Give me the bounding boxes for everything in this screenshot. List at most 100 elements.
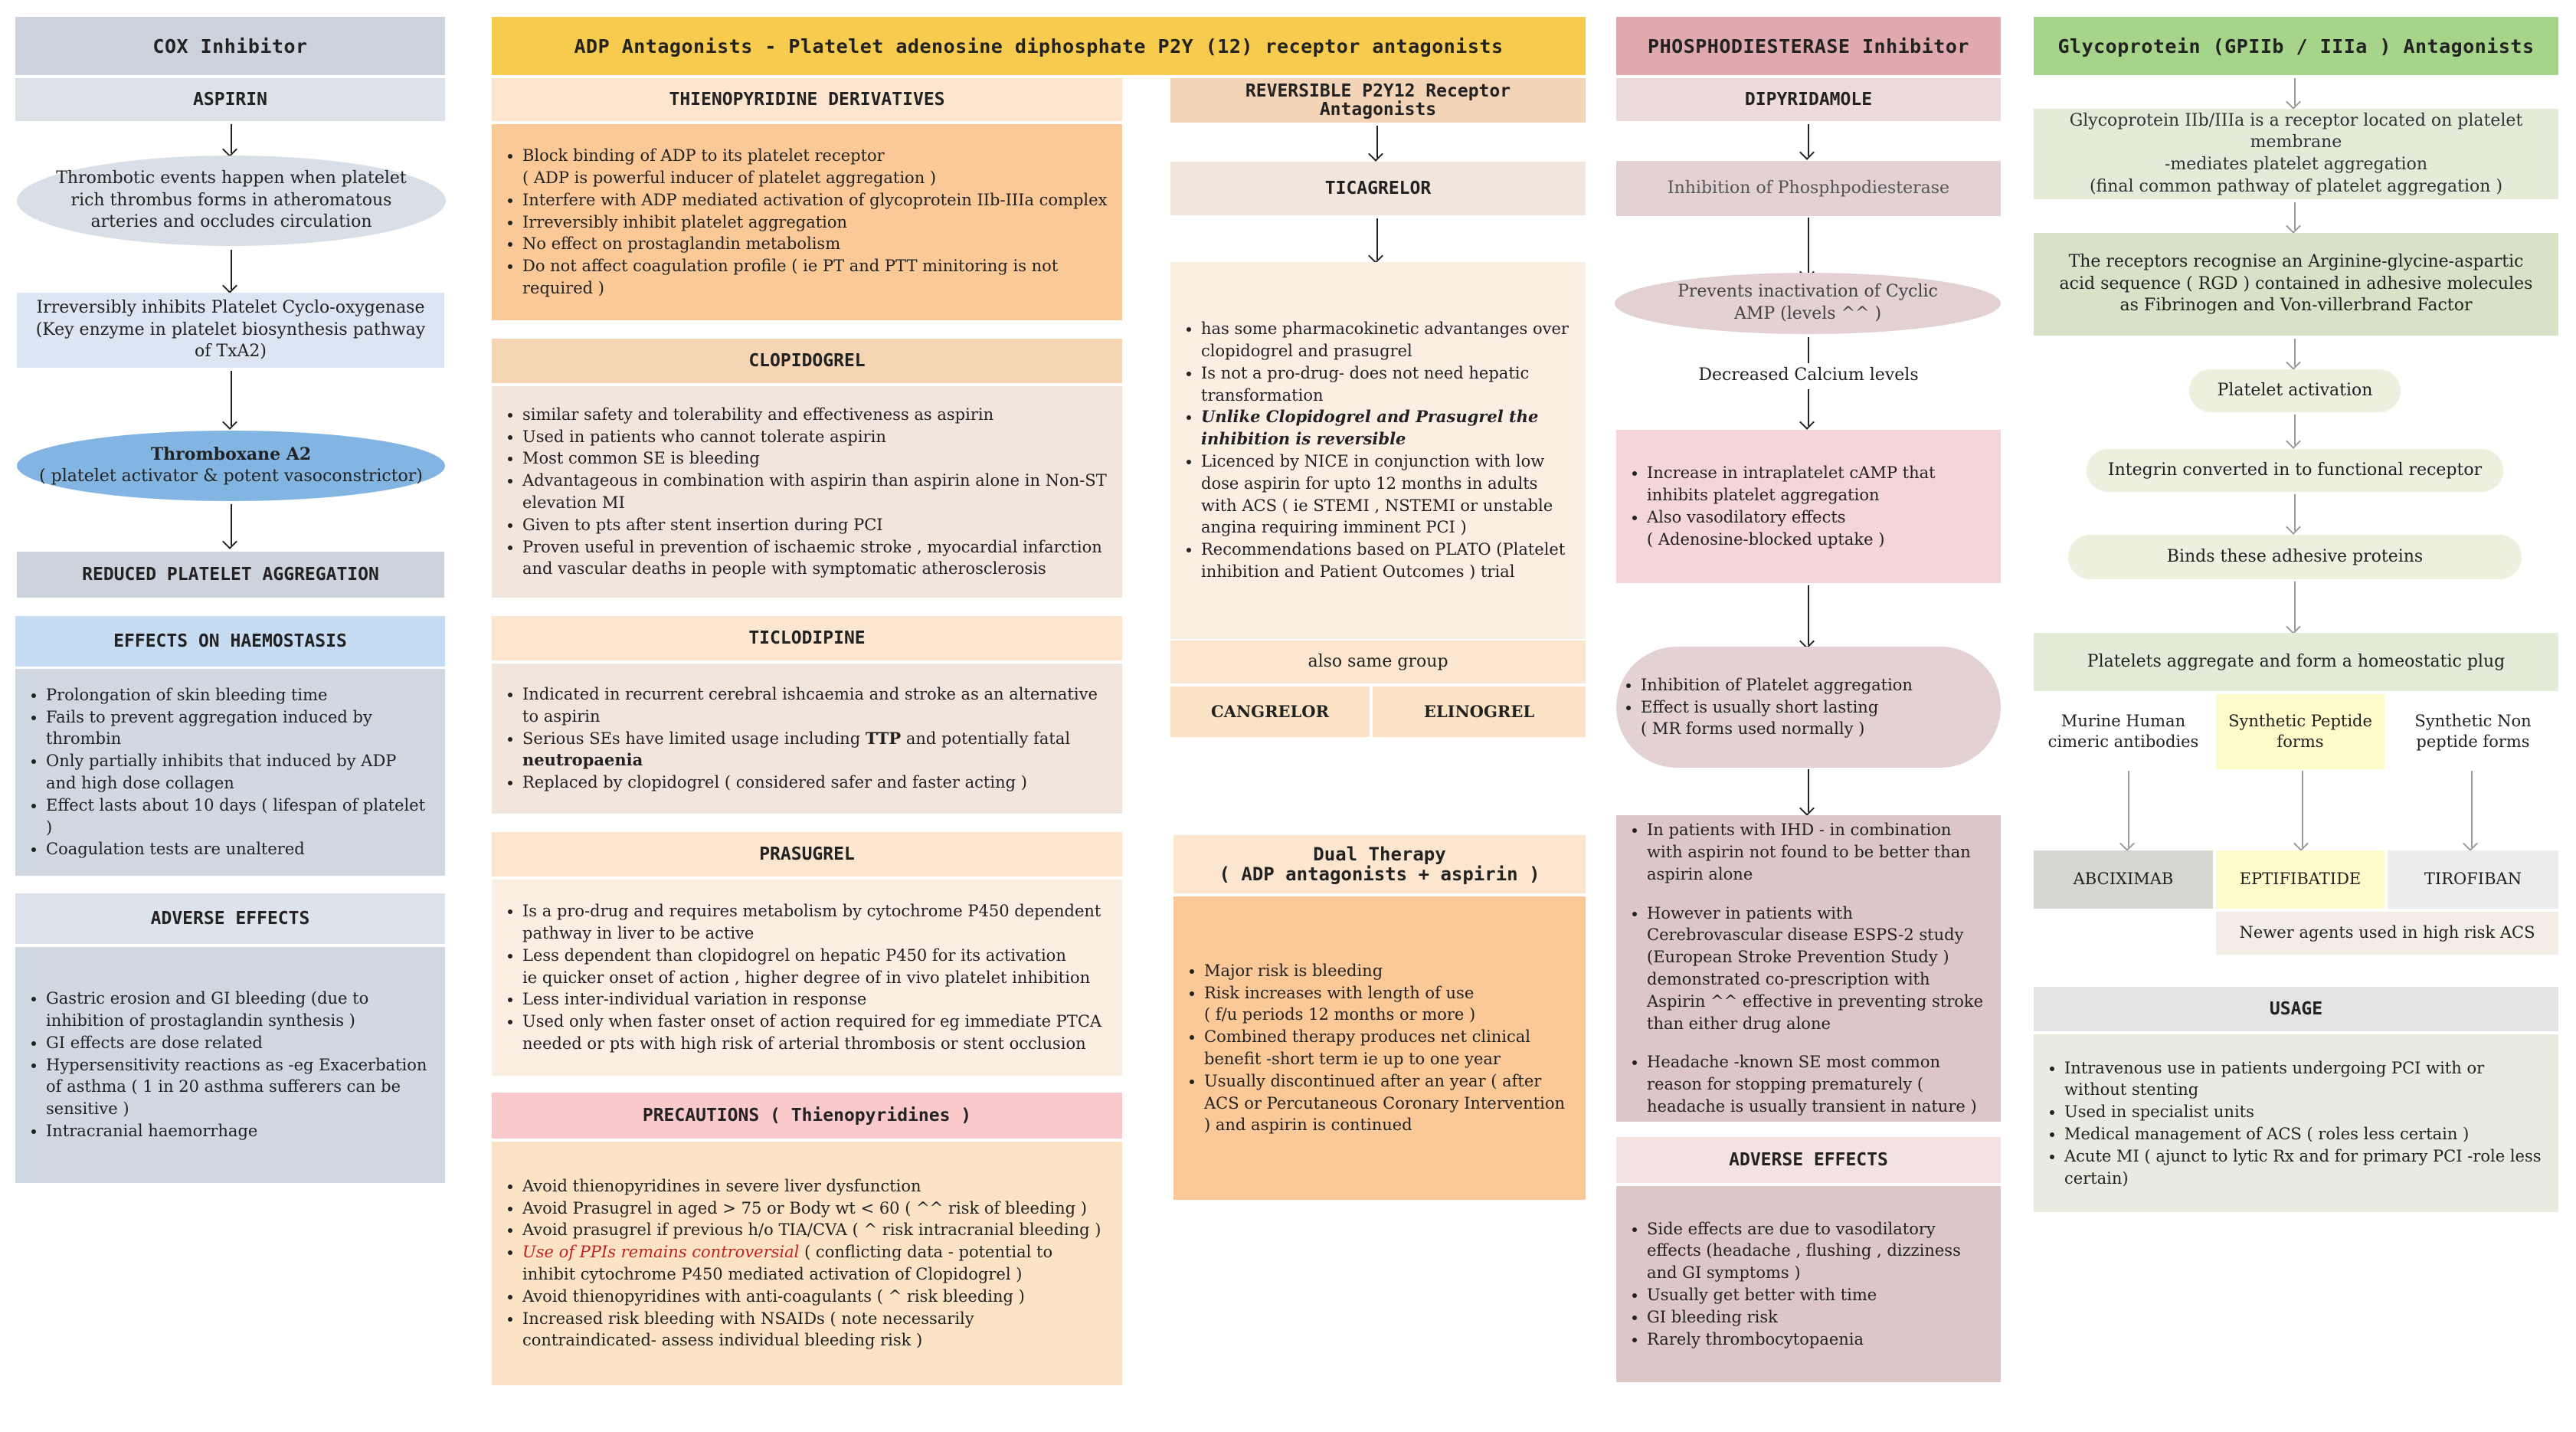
cox-inhibition-box: Irreversibly inhibits Platelet Cyclo-oxy… — [17, 293, 444, 368]
arrow — [1808, 389, 1809, 426]
arrow — [2294, 78, 2296, 106]
gp-receptor-line2: -mediates platelet aggregation — [2165, 155, 2427, 174]
reversible-title: REVERSIBLE P2Y12 Receptor Antagonists — [1170, 78, 1586, 123]
haemostasis-list: Prolongation of skin bleeding time Fails… — [15, 669, 445, 876]
usage-list: Intravenous use in patients undergoing P… — [2034, 1034, 2558, 1212]
list-item: Proven useful in prevention of ischaemic… — [522, 536, 1108, 581]
list-item: Unlike Clopidogrel and Prasugrel the inh… — [1201, 406, 1572, 451]
list-item: Used only when faster onset of action re… — [522, 1011, 1108, 1055]
drug-abciximab: ABCIXIMAB — [2034, 850, 2213, 909]
arrow — [2294, 415, 2296, 445]
arrow — [2294, 339, 2296, 366]
list-item: Hypersensitivity reactions as -eg Exacer… — [46, 1054, 431, 1120]
list-item: In patients with IHD - in combination wi… — [1647, 819, 1987, 885]
thromboxane-title: Thromboxane A2 — [150, 444, 312, 465]
clopidogrel-title: CLOPIDOGREL — [492, 339, 1122, 383]
list-item: Only partially inhibits that induced by … — [46, 750, 431, 795]
list-item: Is a pro-drug and requires metabolism by… — [522, 900, 1108, 945]
arrow — [2471, 771, 2473, 847]
calcium-label: Decreased Calcium levels — [1698, 365, 1919, 385]
dipyridamole-label: DIPYRIDAMOLE — [1616, 78, 2001, 121]
list-item: Recommendations based on PLATO (Platelet… — [1201, 539, 1572, 583]
connector-line — [1808, 337, 1809, 363]
inhibition-pill: Inhibition of Platelet aggregation Effec… — [1616, 647, 2001, 768]
list-item: Interfere with ADP mediated activation o… — [522, 189, 1108, 211]
prasugrel-title: PRASUGREL — [492, 832, 1122, 877]
gp-receptor-line3: (final common pathway of platelet aggreg… — [2089, 176, 2503, 196]
list-item: Combined therapy produces net clinical b… — [1204, 1026, 1572, 1070]
list-item: Increase in intraplatelet cAMP that inhi… — [1647, 462, 1987, 506]
list-item: Advantageous in combination with aspirin… — [522, 470, 1108, 514]
list-item: Medical management of ACS ( roles less c… — [2064, 1123, 2545, 1145]
drug-tirofiban: TIROFIBAN — [2388, 850, 2558, 909]
gp-receptor-box: Glycoprotein IIb/IIIa is a receptor loca… — [2034, 109, 2558, 199]
list-item: Serious SEs have limited usage including… — [522, 728, 1108, 772]
prasugrel-list: Is a pro-drug and requires metabolism by… — [492, 880, 1122, 1076]
form-murine: Murine Human cimeric antibodies — [2034, 694, 2213, 769]
arrow — [2128, 771, 2129, 847]
list-item: Risk increases with length of use( f/u p… — [1204, 982, 1572, 1027]
arrow — [231, 124, 232, 153]
list-item: Indicated in recurrent cerebral ishcaemi… — [522, 683, 1108, 728]
cangrelor-label: CANGRELOR — [1170, 687, 1370, 737]
ticlodipine-list: Indicated in recurrent cerebral ishcaemi… — [492, 664, 1122, 814]
adp-header: ADP Antagonists - Platelet adenosine dip… — [492, 17, 1586, 75]
clopidogrel-list: similar safety and tolerability and effe… — [492, 386, 1122, 598]
list-item: Rarely thrombocytopaenia — [1647, 1329, 1987, 1351]
list-item: Usually discontinued after an year ( aft… — [1204, 1070, 1572, 1136]
arrow — [2302, 771, 2303, 847]
list-item: has some pharmacokinetic advantanges ove… — [1201, 318, 1572, 362]
same-group-label: also same group — [1170, 641, 1586, 683]
list-item: Prolongation of skin bleeding time — [46, 684, 431, 706]
rgd-box: The receptors recognise an Arginine-glyc… — [2034, 233, 2558, 336]
thromboxane-oval: Thromboxane A2 ( platelet activator & po… — [17, 431, 445, 501]
arrow — [2294, 582, 2296, 631]
list-item: Inhibition of Platelet aggregation — [1641, 674, 1987, 696]
list-item: Is not a pro-drug- does not need hepatic… — [1201, 362, 1572, 407]
list-item: Most common SE is bleeding — [522, 447, 1108, 470]
camp-effects-list: Increase in intraplatelet cAMP that inhi… — [1616, 430, 2001, 583]
form-nonpeptide: Synthetic Non peptide forms — [2388, 694, 2558, 769]
list-item: Coagulation tests are unaltered — [46, 838, 431, 860]
cox-header: COX Inhibitor — [15, 17, 445, 75]
gp-header: Glycoprotein (GPIIb / IIIa ) Antagonists — [2034, 17, 2558, 75]
pde-adverse-list: Side effects are due to vasodilatory eff… — [1616, 1186, 2001, 1382]
pde-inhibition-box: Inhibition of Phosphpodiesterase — [1616, 161, 2001, 216]
arrow — [2294, 494, 2296, 531]
thieno-list: Block binding of ADP to its platelet rec… — [492, 124, 1122, 320]
list-item: Major risk is bleeding — [1204, 960, 1572, 982]
haemostasis-title: EFFECTS ON HAEMOSTASIS — [15, 616, 445, 667]
precautions-title: PRECAUTIONS ( Thienopyridines ) — [492, 1093, 1122, 1139]
arrow — [1376, 218, 1378, 260]
list-item: Used in patients who cannot tolerate asp… — [522, 426, 1108, 448]
arrow — [1376, 126, 1378, 158]
cox-adverse-list: Gastric erosion and GI bleeding (due to … — [15, 947, 445, 1183]
list-item: Use of PPIs remains controversial ( conf… — [522, 1241, 1108, 1286]
list-item: Increased risk bleeding with NSAIDs ( no… — [522, 1308, 1108, 1352]
list-item: Less inter-individual variation in respo… — [522, 988, 1108, 1011]
list-item: Gastric erosion and GI bleeding (due to … — [46, 988, 431, 1032]
list-item: Also vasodilatory effects( Adenosine-blo… — [1647, 506, 1987, 551]
homeostatic-plug-box: Platelets aggregate and form a homeostat… — [2034, 633, 2558, 691]
list-item: Licenced by NICE in conjunction with low… — [1201, 451, 1572, 539]
dual-therapy-list: Major risk is bleeding Risk increases wi… — [1173, 896, 1586, 1200]
list-item: Avoid Prasugrel in aged > 75 or Body wt … — [522, 1198, 1108, 1220]
list-item: Effect lasts about 10 days ( lifespan of… — [46, 795, 431, 839]
list-item: Avoid thienopyridines with anti-coagulan… — [522, 1286, 1108, 1308]
list-item: GI effects are dose related — [46, 1032, 431, 1054]
pde-adverse-title: ADVERSE EFFECTS — [1616, 1137, 2001, 1183]
list-item: Less dependent than clopidogrel on hepat… — [522, 945, 1108, 989]
list-item: Given to pts after stent insertion durin… — [522, 514, 1108, 536]
list-item: Intravenous use in patients undergoing P… — [2064, 1057, 2545, 1102]
thrombotic-events-oval: Thrombotic events happen when platelet r… — [17, 156, 446, 246]
list-item: Side effects are due to vasodilatory eff… — [1647, 1218, 1987, 1284]
ticlodipine-title: TICLODIPINE — [492, 616, 1122, 660]
aspirin-label: ASPIRIN — [15, 78, 445, 121]
dual-sub: ( ADP antagonists + aspirin ) — [1219, 863, 1540, 885]
list-item: Irreversibly inhibit platelet aggregatio… — [522, 211, 1108, 234]
list-item: Replaced by clopidogrel ( considered saf… — [522, 772, 1108, 794]
dual-therapy-title: Dual Therapy ( ADP antagonists + aspirin… — [1173, 835, 1586, 893]
list-item: Usually get better with time — [1647, 1284, 1987, 1306]
list-item: Block binding of ADP to its platelet rec… — [522, 145, 1108, 189]
newer-agents-label: Newer agents used in high risk ACS — [2216, 912, 2558, 955]
